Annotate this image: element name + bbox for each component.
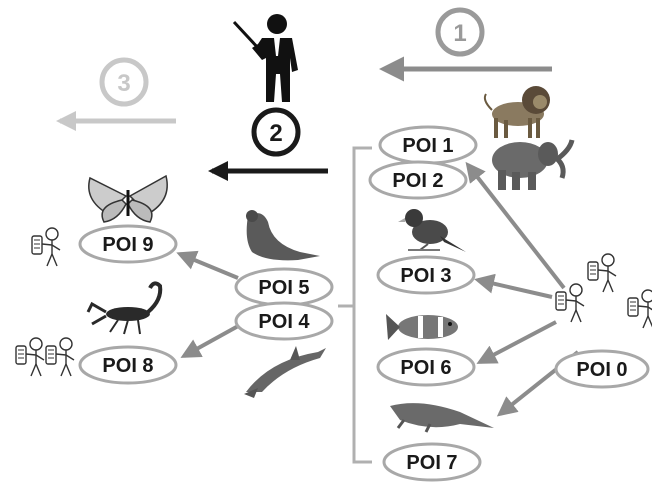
poi-node-9: POI 9 bbox=[78, 224, 178, 264]
arrow-poi5-to-poi9 bbox=[176, 250, 239, 280]
step-3-label: 3 bbox=[117, 70, 130, 97]
sea-lion-icon bbox=[246, 210, 320, 261]
dolphin-icon bbox=[244, 346, 326, 398]
fish-icon bbox=[386, 314, 458, 340]
poi-label: POI 6 bbox=[400, 357, 451, 379]
step-2-label: 2 bbox=[269, 120, 282, 147]
group-bracket bbox=[352, 146, 372, 464]
arrow-poi0-to-poi6 bbox=[476, 320, 557, 364]
butterfly-icon bbox=[88, 174, 168, 223]
scorpion-icon bbox=[86, 281, 163, 335]
poi-node-5: POI 5 bbox=[234, 267, 334, 307]
poi-node-8: POI 8 bbox=[78, 345, 178, 385]
poi-node-3: POI 3 bbox=[376, 255, 476, 295]
arrow-poi4-to-poi8 bbox=[180, 323, 241, 358]
guide-with-pointer-icon bbox=[232, 14, 298, 102]
poi-label: POI 8 bbox=[102, 355, 153, 377]
poi-label: POI 3 bbox=[400, 265, 451, 287]
bird-icon bbox=[398, 209, 466, 252]
visitor-group-poi9 bbox=[31, 227, 61, 267]
step-2-marker: 2 bbox=[251, 107, 301, 157]
crocodile-icon bbox=[390, 403, 494, 433]
poi-label: POI 1 bbox=[402, 135, 453, 157]
poi-node-0: POI 0 bbox=[554, 349, 650, 389]
poi-node-7: POI 7 bbox=[382, 442, 482, 482]
poi-label: POI 7 bbox=[406, 452, 457, 474]
lion-icon bbox=[483, 86, 550, 138]
step-1-label: 1 bbox=[453, 20, 466, 47]
visitor-group-poi8 bbox=[15, 337, 75, 377]
poi-label: POI 9 bbox=[102, 234, 153, 256]
elephant-icon bbox=[492, 139, 575, 190]
poi-label: POI 0 bbox=[576, 359, 627, 381]
arrow-poi0-to-poi3 bbox=[474, 273, 553, 299]
step-3-marker: 3 bbox=[99, 57, 149, 107]
poi-label: POI 2 bbox=[392, 170, 443, 192]
poi-node-1: POI 1 bbox=[378, 125, 478, 165]
poi-node-2: POI 2 bbox=[368, 160, 468, 200]
step-1-marker: 1 bbox=[435, 7, 485, 57]
arrow-poi0-to-poi1 bbox=[465, 161, 566, 290]
poi-node-4: POI 4 bbox=[234, 301, 334, 341]
poi-node-6: POI 6 bbox=[376, 347, 476, 387]
visitor-group-poi0 bbox=[555, 253, 652, 329]
poi-label: POI 4 bbox=[258, 311, 310, 333]
poi-label: POI 5 bbox=[258, 277, 309, 299]
